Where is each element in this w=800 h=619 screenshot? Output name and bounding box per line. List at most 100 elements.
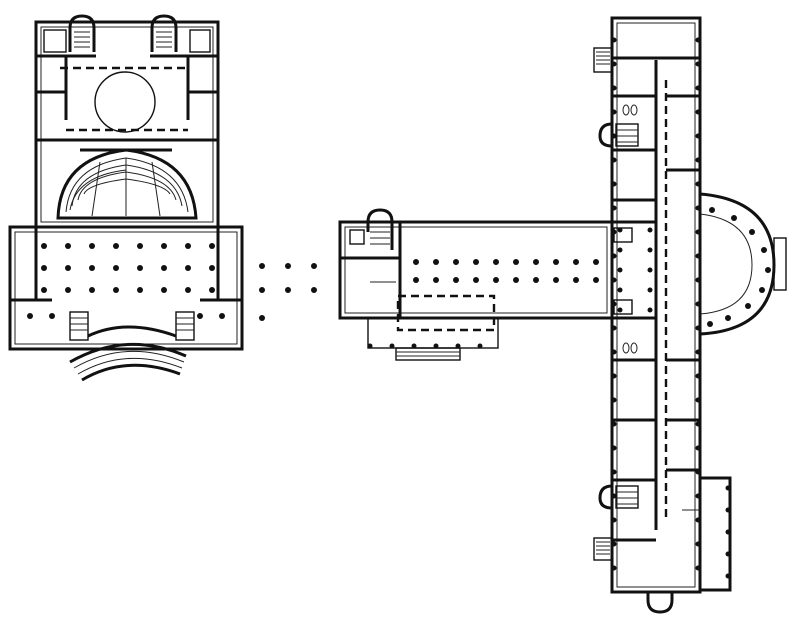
column (413, 259, 419, 265)
column (209, 287, 215, 293)
column (611, 421, 617, 427)
column (695, 157, 701, 163)
column (89, 287, 95, 293)
column (695, 445, 701, 451)
column (611, 157, 617, 163)
column (611, 253, 617, 259)
column (89, 265, 95, 271)
column (611, 373, 617, 379)
column (411, 343, 417, 349)
column (161, 287, 167, 293)
column (533, 259, 539, 265)
column (707, 321, 713, 327)
column (433, 277, 439, 283)
column (695, 397, 701, 403)
stair-tower-right (150, 14, 178, 52)
column (453, 277, 459, 283)
column (477, 343, 483, 349)
column (725, 551, 731, 557)
column (65, 287, 71, 293)
column (731, 215, 737, 221)
column (695, 133, 701, 139)
column (617, 287, 623, 293)
column (473, 259, 479, 265)
column (695, 37, 701, 43)
column (611, 205, 617, 211)
column (695, 565, 701, 571)
column (113, 243, 119, 249)
column (611, 277, 617, 283)
auditorium-building (8, 14, 244, 382)
column (759, 287, 765, 293)
column (695, 109, 701, 115)
column (725, 315, 731, 321)
column (219, 313, 225, 319)
column (285, 287, 291, 293)
connecting-colonnade (259, 263, 317, 321)
column (611, 517, 617, 523)
column (413, 277, 419, 283)
column (513, 277, 519, 283)
column (647, 307, 653, 313)
column (453, 259, 459, 265)
column (433, 259, 439, 265)
column (185, 265, 191, 271)
column (611, 469, 617, 475)
column (617, 227, 623, 233)
column (611, 133, 617, 139)
column (593, 277, 599, 283)
column (311, 263, 317, 269)
column (493, 259, 499, 265)
gallery-column-grid (367, 259, 599, 349)
column (611, 85, 617, 91)
column (749, 229, 755, 235)
column (137, 243, 143, 249)
column (533, 277, 539, 283)
gallery-stair-tower (366, 208, 394, 250)
portico (367, 317, 499, 349)
column (433, 343, 439, 349)
column (49, 313, 55, 319)
column (617, 307, 623, 313)
annex-outline (698, 476, 732, 592)
column (695, 541, 701, 547)
column (647, 247, 653, 253)
foyer-column-grid (27, 243, 225, 319)
column (709, 207, 715, 213)
main-block-column-rows (611, 37, 771, 579)
column (259, 287, 265, 293)
column (611, 181, 617, 187)
column (553, 277, 559, 283)
column (89, 243, 95, 249)
column (647, 287, 653, 293)
front-curved-steps (69, 342, 187, 382)
column (695, 85, 701, 91)
column (389, 343, 395, 349)
column (647, 227, 653, 233)
column (593, 259, 599, 265)
column (617, 267, 623, 273)
gallery-outline (338, 220, 614, 320)
column (185, 287, 191, 293)
column (695, 277, 701, 283)
column (695, 253, 701, 259)
column (259, 263, 265, 269)
column (647, 267, 653, 273)
column (473, 277, 479, 283)
column (761, 247, 767, 253)
column (695, 205, 701, 211)
column (695, 421, 701, 427)
column (695, 181, 701, 187)
column (611, 397, 617, 403)
column (41, 243, 47, 249)
column (611, 565, 617, 571)
main-block (593, 16, 787, 614)
column (573, 277, 579, 283)
column (695, 349, 701, 355)
column (311, 287, 317, 293)
column (611, 445, 617, 451)
column (745, 303, 751, 309)
auditorium-seating (56, 148, 198, 220)
column (611, 301, 617, 307)
column (611, 541, 617, 547)
